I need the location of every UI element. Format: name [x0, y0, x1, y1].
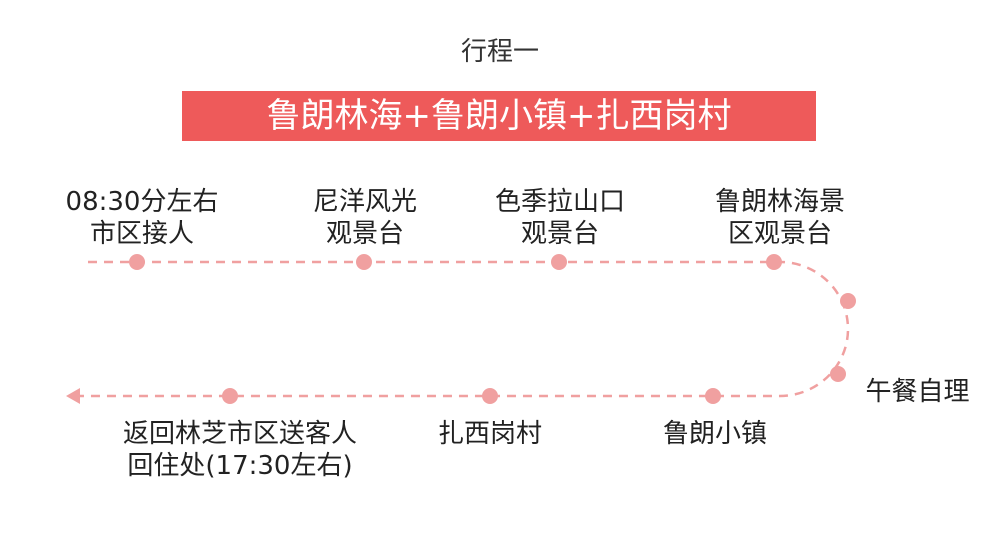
- stop-dot: [129, 254, 145, 270]
- stop-dot: [482, 388, 498, 404]
- stop-label: 鲁朗小镇: [662, 419, 767, 449]
- stop-label: 色季拉山口观景台: [494, 187, 625, 249]
- stop-label: 08:30分左右市区接人: [65, 187, 219, 249]
- stop-dot: [356, 254, 372, 270]
- stop-dot: [830, 366, 846, 382]
- route-banner: 鲁朗林海+鲁朗小镇+扎西岗村: [182, 91, 816, 141]
- stop-label: 扎西岗村: [437, 419, 542, 449]
- stop-label: 尼洋风光观景台: [312, 187, 417, 249]
- itinerary-subtitle: 行程一: [460, 37, 539, 67]
- stop-dot: [222, 388, 238, 404]
- stop-label: 返回林芝市区送客人回住处(17:30左右): [122, 419, 357, 481]
- arrow-head-icon: [66, 388, 80, 404]
- stop-label: 午餐自理: [865, 377, 970, 407]
- stop-dot: [766, 254, 782, 270]
- stop-dot: [705, 388, 721, 404]
- stop-dot: [551, 254, 567, 270]
- stop-dot: [840, 293, 856, 309]
- stop-label: 鲁朗林海景区观景台: [714, 187, 845, 249]
